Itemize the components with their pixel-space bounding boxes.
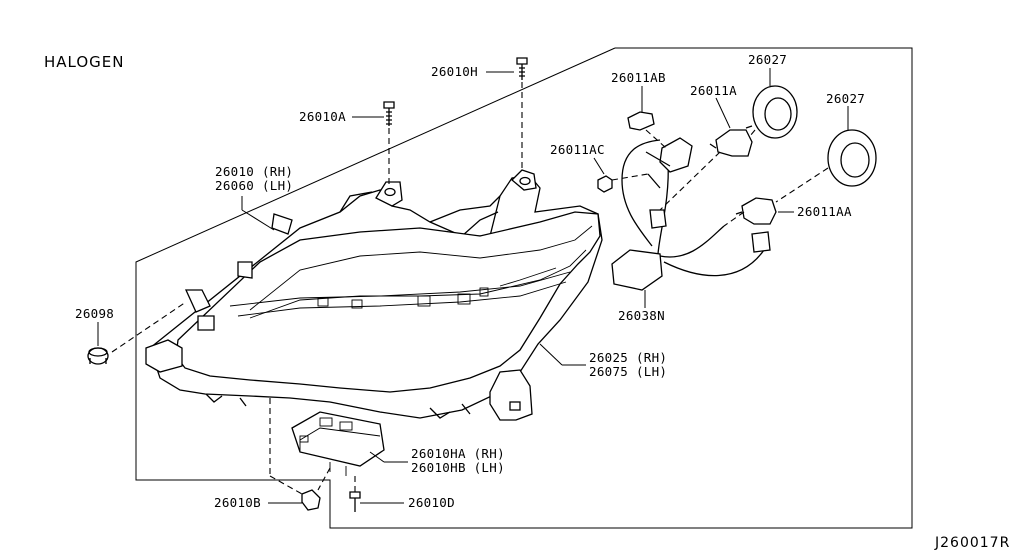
- bulb-26011AB: [627, 111, 655, 131]
- screw-26010H: [516, 57, 528, 80]
- label-26025-rh: 26025 (RH): [589, 350, 667, 365]
- label-26010A: 26010A: [299, 109, 346, 124]
- label-26011AC: 26011AC: [550, 142, 605, 157]
- label-26010D: 26010D: [408, 495, 455, 510]
- label-26011AB: 26011AB: [611, 70, 666, 85]
- label-26075-lh: 26075 (LH): [589, 364, 667, 379]
- label-26010HB-lh: 26010HB (LH): [411, 460, 505, 475]
- bulb-26011A: [709, 125, 753, 157]
- label-26011AA: 26011AA: [797, 204, 852, 219]
- grommet-26098: [87, 347, 109, 365]
- headlamp-housing: [145, 169, 603, 421]
- diagram-code: J260017R: [934, 535, 1010, 551]
- harness-26038N: [611, 137, 771, 291]
- leveling-module: [291, 411, 385, 476]
- label-26038N: 26038N: [618, 308, 665, 323]
- bulb-26011AA: [735, 197, 777, 225]
- screw-26010D: [349, 491, 361, 512]
- label-26060-lh: 26060 (LH): [215, 178, 293, 193]
- label-26010H: 26010H: [431, 64, 478, 79]
- label-26027-a: 26027: [748, 52, 787, 67]
- leader-lines: [97, 68, 849, 504]
- halogen-title: HALOGEN: [44, 53, 125, 71]
- bulb-26011AC: [597, 175, 613, 193]
- label-26010HA-rh: 26010HA (RH): [411, 446, 505, 461]
- cover-26027-b: [827, 129, 877, 187]
- cover-26027-a: [752, 85, 798, 139]
- label-26011A: 26011A: [690, 83, 737, 98]
- label-26010B: 26010B: [214, 495, 261, 510]
- label-26027-b: 26027: [826, 91, 865, 106]
- label-26098: 26098: [75, 306, 114, 321]
- assembly-boundary: [135, 47, 913, 529]
- clip-26010B: [301, 489, 321, 511]
- screw-26010A: [383, 101, 395, 126]
- label-26010-rh: 26010 (RH): [215, 164, 293, 179]
